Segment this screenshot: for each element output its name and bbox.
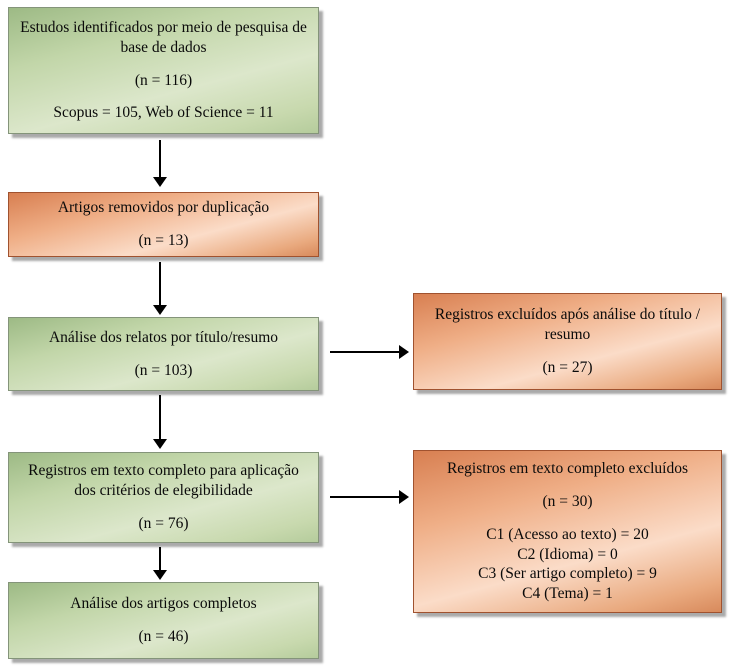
box-title: Análise dos relatos por título/resumo (48, 328, 279, 346)
arrow-duplicates-to-screening (153, 262, 167, 315)
arrow-shaft (330, 351, 400, 353)
arrow-right-icon (399, 345, 409, 359)
arrow-fulltext-to-excluded (330, 490, 409, 504)
arrow-fulltext-to-included (153, 547, 167, 580)
box-title: Registros excluídos após análise do títu… (434, 306, 701, 344)
box-count: (n = 27) (542, 358, 593, 376)
arrow-down-icon (153, 177, 167, 187)
box-fulltext-analysis: Análise dos artigos completos (n = 46) (8, 582, 319, 659)
box-title: Artigos removidos por duplicação (57, 199, 270, 217)
arrow-screening-to-excluded (330, 345, 409, 359)
arrow-right-icon (399, 490, 409, 504)
box-title: Registros em texto completo excluídos (446, 460, 689, 478)
arrow-shaft (159, 547, 161, 571)
box-detail: Scopus = 105, Web of Science = 11 (53, 104, 274, 122)
box-title-abstract-screening: Análise dos relatos por título/resumo (n… (8, 317, 319, 391)
box-count: (n = 13) (138, 232, 189, 249)
arrow-shaft (159, 395, 161, 440)
box-count: (n = 76) (138, 514, 189, 532)
box-count: (n = 30) (542, 492, 593, 510)
box-title: Análise dos artigos completos (70, 595, 257, 613)
exclusion-criteria-list: C1 (Acesso ao texto) = 20 C2 (Idioma) = … (478, 525, 657, 604)
exclusion-criterion: C2 (Idioma) = 0 (517, 545, 618, 563)
box-count: (n = 103) (134, 361, 193, 379)
arrow-shaft (159, 262, 161, 306)
box-count: (n = 116) (134, 71, 193, 89)
exclusion-criterion: C4 (Tema) = 1 (522, 585, 613, 603)
box-duplicates-removed: Artigos removidos por duplicação (n = 13… (8, 192, 319, 257)
arrow-down-icon (153, 305, 167, 315)
box-fulltext-eligibility: Registros em texto completo para aplicaç… (8, 452, 319, 543)
box-fulltext-excluded: Registros em texto completo excluídos (n… (413, 450, 722, 613)
arrow-shaft (159, 140, 161, 178)
exclusion-criterion: C1 (Acesso ao texto) = 20 (486, 525, 649, 543)
arrow-screening-to-fulltext (153, 395, 167, 449)
box-count: (n = 46) (138, 628, 189, 645)
box-title: Estudos identificados por meio de pesqui… (20, 18, 307, 56)
arrow-shaft (330, 496, 400, 498)
arrow-identified-to-duplicates (153, 140, 167, 187)
box-title: Registros em texto completo para aplicaç… (28, 462, 299, 500)
box-studies-identified: Estudos identificados por meio de pesqui… (8, 7, 319, 134)
box-excluded-after-screening: Registros excluídos após análise do títu… (413, 293, 722, 390)
arrow-down-icon (153, 439, 167, 449)
arrow-down-icon (153, 570, 167, 580)
exclusion-criterion: C3 (Ser artigo completo) = 9 (478, 565, 657, 583)
